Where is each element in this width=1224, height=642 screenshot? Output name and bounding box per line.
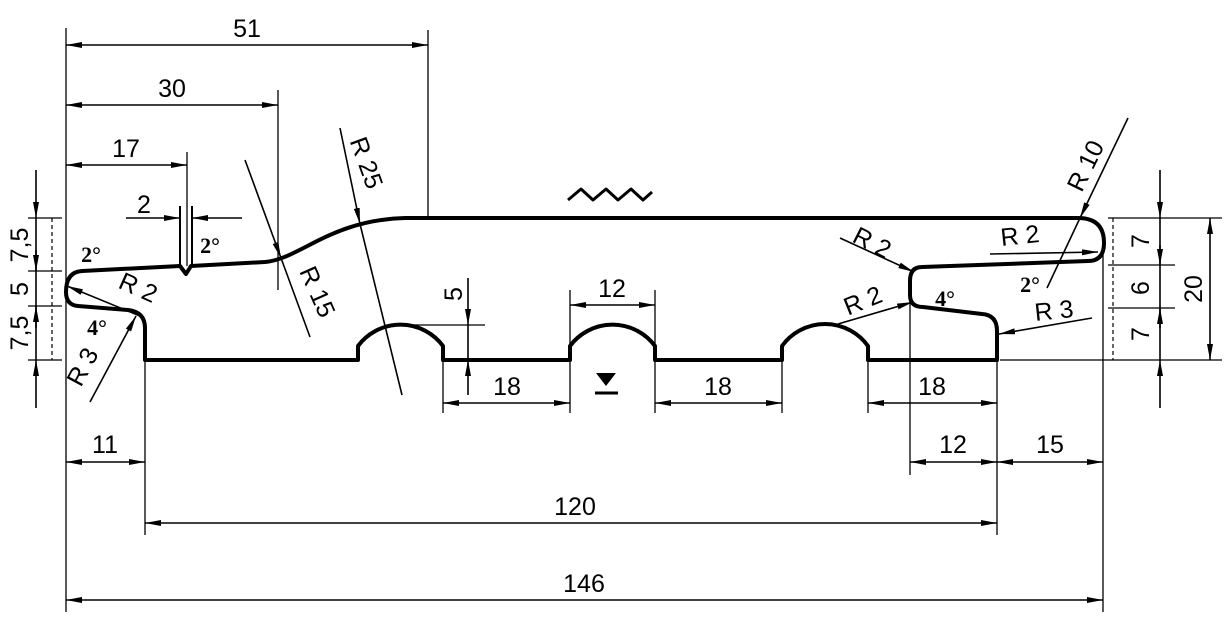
angle-text-slot: 2° [200,233,220,258]
dim-text-20: 20 [1180,275,1208,303]
dimension-lines [33,42,1213,603]
leader-r10 [1079,117,1129,219]
radius-text-r25: R 25 [344,133,388,192]
radius-text-r2-right-lower: R 2 [840,281,887,322]
dim-text-groove-depth: 5 [440,287,468,301]
dim-text-30: 30 [158,75,186,103]
angle-text-left-lower: 4° [87,315,107,340]
leader-r15 [244,159,282,259]
radius-text-r10: R 10 [1062,136,1110,196]
dim-text-18-c: 18 [918,373,946,401]
leader-r10-tail [1046,217,1081,289]
radius-leaders [66,117,1129,403]
dim-text-left-top: 7,5 [6,228,34,263]
leader-r2-right-lower [837,301,914,325]
wavy-surface-finish-icon [567,187,653,202]
dim-text-right-top: 7 [1127,234,1155,248]
radius-text-r3-left: R 3 [62,343,105,390]
leader-r15-tail [280,257,311,338]
angle-text-right-lower: 4° [935,286,955,311]
leader-r2-right-tip [989,249,1099,256]
dim-text-right-groove: 6 [1127,281,1155,295]
radius-text-r3-right: R 3 [1033,295,1075,327]
leader-r3-left [89,315,137,403]
dim-text-15: 15 [1036,431,1064,459]
dim-text-120: 120 [554,493,596,521]
dim-text-left-tongue: 5 [6,282,34,296]
dim-text-left-bottom: 7,5 [6,316,34,351]
leader-r3-right [998,317,1093,335]
dim-text-18-b: 18 [704,373,732,401]
leader-r25 [339,127,361,225]
dim-text-51: 51 [233,15,261,43]
dim-text-groove-width: 12 [598,275,626,303]
radius-text-r2-right-tip: R 2 [999,220,1041,252]
leader-r25-tail [359,223,403,396]
dim-text-slot-width: 2 [137,191,151,219]
dim-text-12: 12 [939,431,967,459]
dim-text-17: 17 [112,135,140,163]
radius-text-r2-left: R 2 [115,267,162,308]
leader-r2-left [66,285,141,317]
leader-r2-right-upper [839,237,915,273]
dim-text-146: 146 [563,570,605,598]
radius-text-r2-right-upper: R 2 [848,222,895,265]
dim-text-right-bottom: 7 [1127,327,1155,341]
extension-lines [28,28,1222,612]
dim-text-11: 11 [92,431,118,459]
angle-text-right-upper: 2° [1020,272,1040,297]
angle-text-left-upper: 2° [81,242,101,267]
dim-text-18-a: 18 [493,373,521,401]
triangle-visible-face-icon [595,373,618,395]
